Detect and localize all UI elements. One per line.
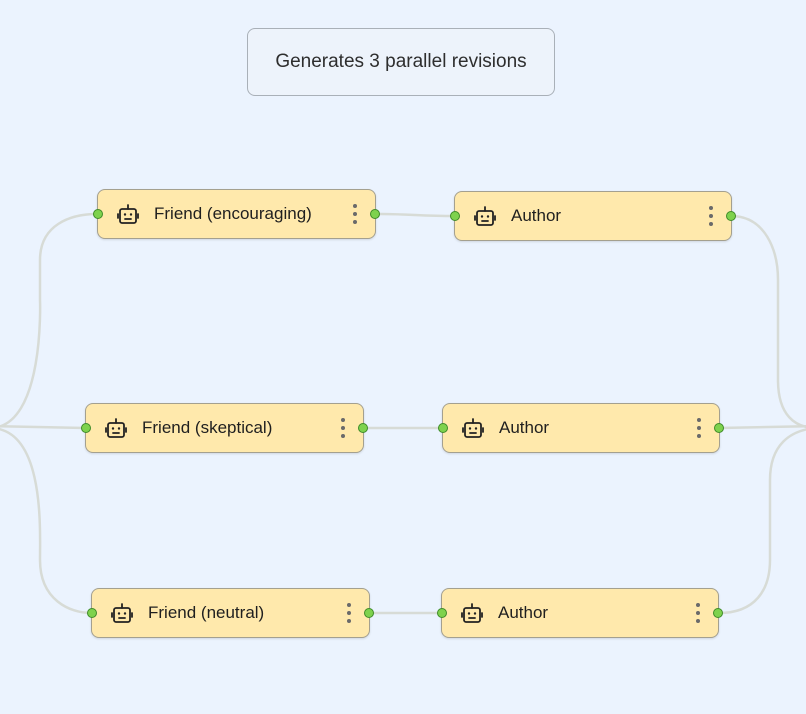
edge-author-3-to-output bbox=[718, 428, 806, 615]
robot-icon bbox=[105, 418, 127, 438]
more-options-icon[interactable] bbox=[337, 415, 349, 441]
node-friend-neutral[interactable]: Friend (neutral) bbox=[87, 588, 374, 638]
more-options-icon[interactable] bbox=[343, 600, 355, 626]
edge-input-to-friend-neutral bbox=[0, 428, 92, 615]
node-friend-encouraging[interactable]: Friend (encouraging) bbox=[93, 189, 380, 239]
node-author-1[interactable]: Author bbox=[450, 191, 736, 241]
robot-icon bbox=[462, 418, 484, 438]
robot-icon bbox=[117, 204, 139, 224]
more-options-icon[interactable] bbox=[349, 201, 361, 227]
input-port[interactable] bbox=[437, 608, 447, 618]
output-port[interactable] bbox=[370, 209, 380, 219]
node-friend-skeptical[interactable]: Friend (skeptical) bbox=[81, 403, 368, 453]
node-label: Friend (skeptical) bbox=[142, 418, 273, 437]
input-port[interactable] bbox=[81, 423, 91, 433]
node-author-2[interactable]: Author bbox=[438, 403, 724, 453]
note-card[interactable]: Generates 3 parallel revisions bbox=[247, 28, 555, 96]
node-author-3[interactable]: Author bbox=[437, 588, 723, 638]
robot-icon bbox=[111, 603, 133, 623]
input-port[interactable] bbox=[93, 209, 103, 219]
note-text: Generates 3 parallel revisions bbox=[275, 51, 527, 72]
input-port[interactable] bbox=[438, 423, 448, 433]
edge-friend-encouraging-to-author bbox=[374, 212, 456, 218]
more-options-icon[interactable] bbox=[693, 415, 705, 441]
output-port[interactable] bbox=[358, 423, 368, 433]
node-label: Friend (encouraging) bbox=[154, 204, 312, 223]
more-options-icon[interactable] bbox=[692, 600, 704, 626]
output-port[interactable] bbox=[714, 423, 724, 433]
node-label: Author bbox=[499, 418, 550, 437]
node-label: Author bbox=[511, 206, 562, 225]
input-port[interactable] bbox=[87, 608, 97, 618]
output-port[interactable] bbox=[364, 608, 374, 618]
edge-input-to-friend-encouraging bbox=[0, 212, 98, 428]
robot-icon bbox=[474, 206, 496, 226]
edge-author-2-to-output bbox=[718, 424, 806, 430]
input-port[interactable] bbox=[450, 211, 460, 221]
node-label: Author bbox=[498, 603, 549, 622]
more-options-icon[interactable] bbox=[705, 203, 717, 229]
edge-author-1-to-output bbox=[730, 214, 806, 429]
edge-input-to-friend-skeptical bbox=[0, 424, 86, 430]
robot-icon bbox=[461, 603, 483, 623]
output-port[interactable] bbox=[726, 211, 736, 221]
output-port[interactable] bbox=[713, 608, 723, 618]
node-label: Friend (neutral) bbox=[148, 603, 265, 622]
